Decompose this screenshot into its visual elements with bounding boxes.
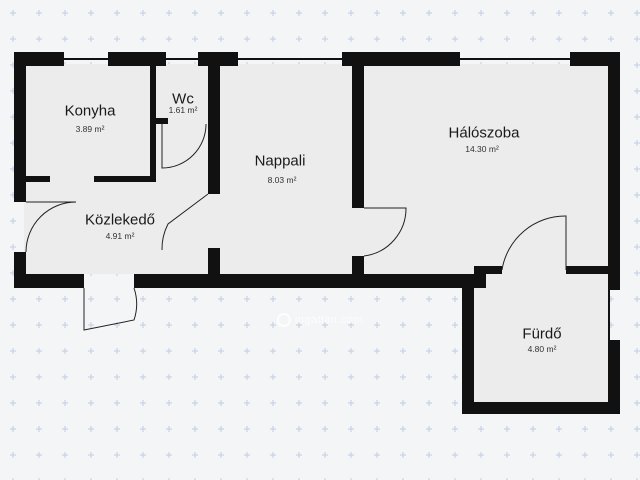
watermark: ingatlan.com (276, 313, 364, 327)
room-area-furdo: 4.80 m² (527, 344, 557, 354)
room-label-konyha: Konyha (64, 102, 116, 120)
room-area-haloszoba: 14.30 m² (465, 144, 499, 154)
walls (14, 52, 620, 414)
room-label-furdo: Fürdő (522, 325, 562, 343)
room-label-kozlekedo: Közlekedő (84, 211, 156, 229)
room-area-konyha: 3.89 m² (75, 124, 105, 134)
room-area-nappali: 8.03 m² (267, 175, 297, 185)
room-area-kozlekedo: 4.91 m² (105, 231, 135, 241)
brand-logo-icon (276, 313, 291, 327)
room-label-haloszoba: Hálószoba (448, 124, 520, 142)
floor-areas (24, 64, 610, 410)
room-area-wc: 1.61 m² (168, 105, 198, 115)
room-label-wc: Wc (172, 90, 194, 108)
room-label-nappali: Nappali (254, 152, 306, 170)
doors (25, 123, 567, 331)
watermark-text: ingatlan.com (294, 314, 364, 326)
